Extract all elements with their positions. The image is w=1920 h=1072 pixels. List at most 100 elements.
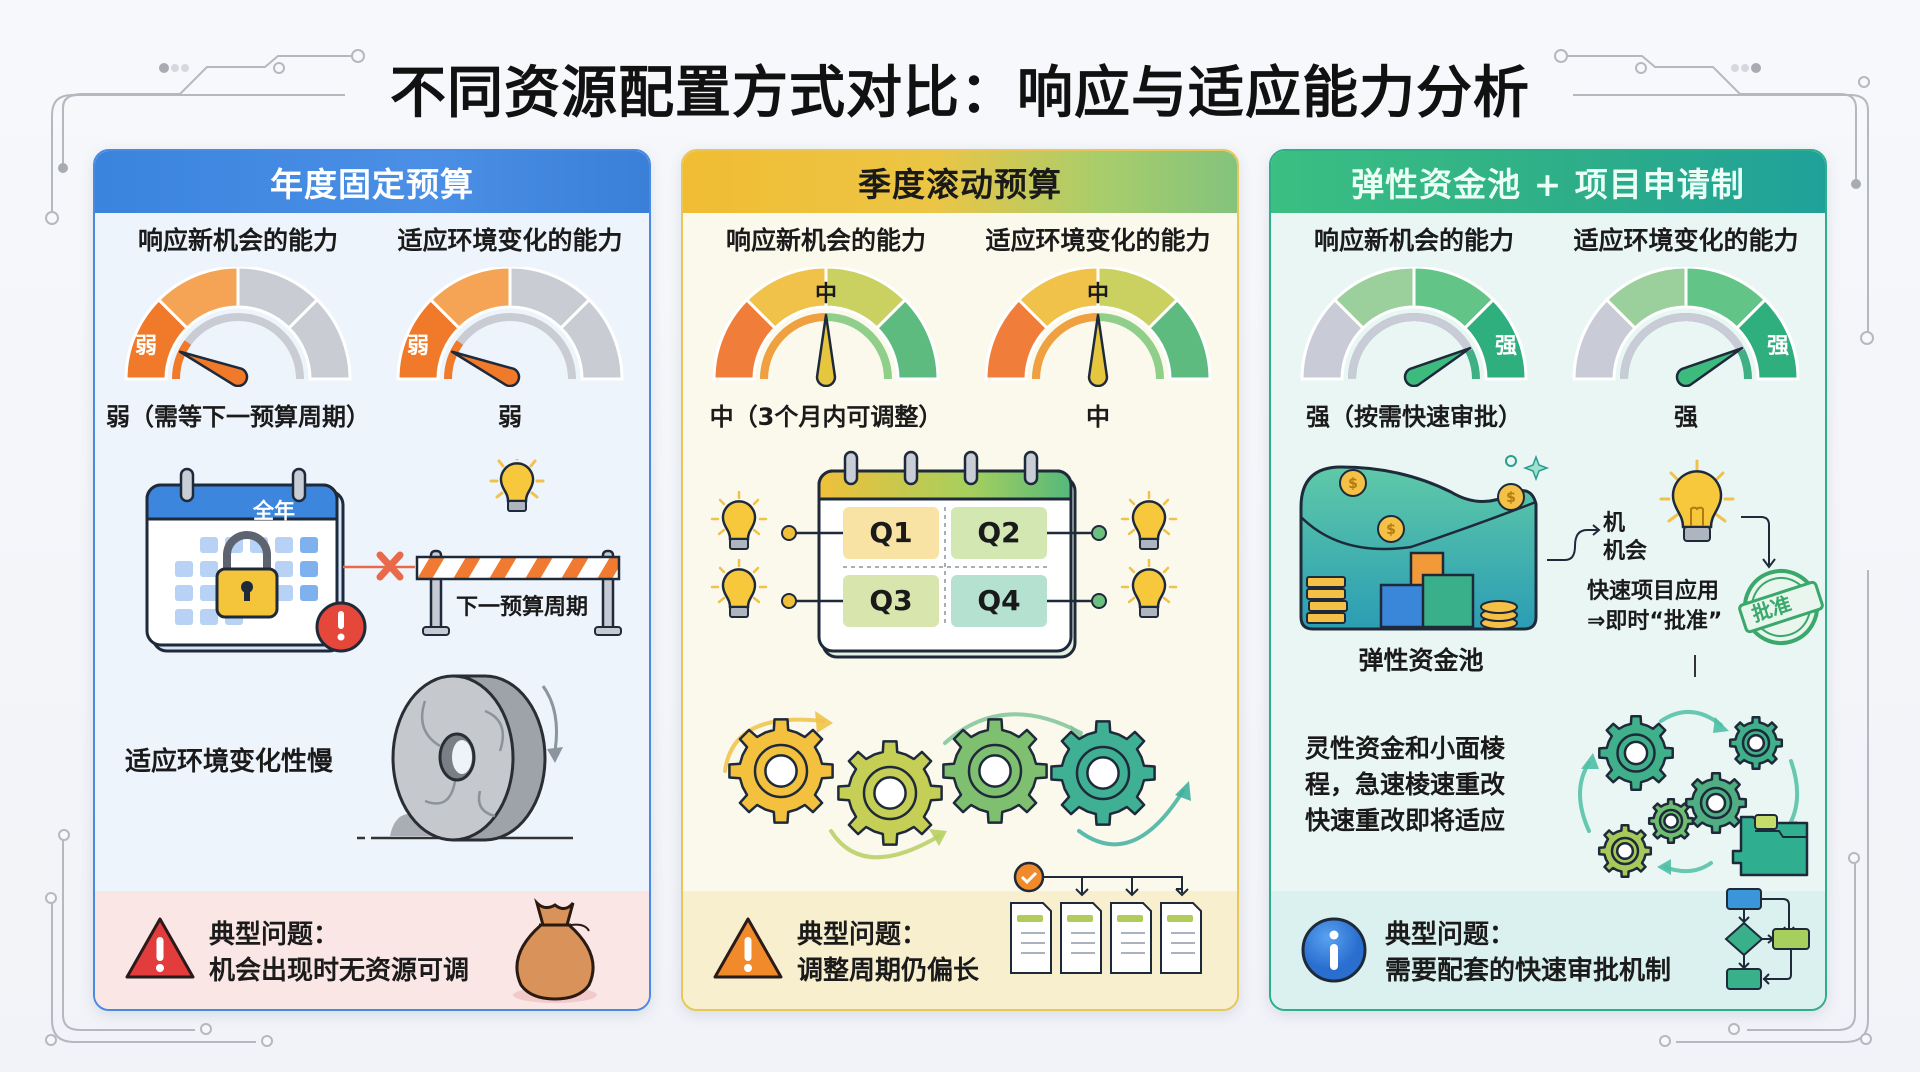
gauge-title: 适应环境变化的能力	[985, 226, 1211, 255]
gauge-adapt-environment: 适应环境变化的能力 强 强	[1551, 221, 1821, 432]
typical-problem-section: 典型问题： 需要配套的快速审批机制	[1271, 888, 1825, 1009]
gauge-caption: 弱	[498, 403, 522, 431]
gauge-segment	[1332, 267, 1416, 331]
typical-problem-text: 典型问题： 需要配套的快速审批机制	[1385, 917, 1671, 989]
gauge-dial: 中	[712, 267, 940, 387]
cycle-arrow	[829, 829, 941, 860]
gauge-level-label: 弱	[407, 334, 429, 359]
info-circle-icon	[1301, 917, 1367, 983]
gauge-row: 响应新机会的能力 弱 弱（需等下一预算周期） 适应环境变化的能力 弱 弱	[95, 221, 649, 481]
rapid-adapt-illustration: 灵性资金和小面棱 程，急速棱速重改 快速重改即将适应	[1271, 681, 1825, 881]
gauge-dial: 弱	[124, 267, 352, 387]
gauge-segment	[1016, 267, 1100, 331]
gauge-caption: 强（按需快速审批）	[1306, 403, 1522, 431]
gauge-needle	[178, 350, 249, 387]
gauge-caption: 弱（需等下一预算周期）	[106, 403, 370, 431]
quarter-q2	[951, 507, 1047, 559]
gauge-dial: 强	[1572, 267, 1800, 387]
quarter-label-q2: Q2	[977, 516, 1021, 549]
opportunity-label-1: 机	[1603, 511, 1626, 536]
gauge-segment	[156, 267, 240, 331]
panel-header: 年度固定预算	[95, 151, 649, 213]
gear-chain-art	[723, 711, 1191, 860]
panel-annual-fixed-budget: 年度固定预算 响应新机会的能力 弱 弱（需等下一预算周期） 适应环境变化的能力 …	[93, 149, 651, 1011]
calendar-lock-barrier-art	[145, 451, 622, 653]
gear-icon	[728, 718, 834, 824]
gauge-row: 响应新机会的能力 中 中（3个月内可调整） 适应环境变化的能力 中 中	[683, 221, 1237, 481]
panel-header: 弹性资金池 + 项目申请制	[1271, 151, 1825, 213]
gauge-inner-band	[444, 313, 576, 379]
gauge-dial: 强	[1300, 267, 1528, 387]
gear-icon	[942, 718, 1048, 824]
gear-icon	[1597, 823, 1653, 879]
gauge-dial: 弱	[396, 267, 624, 387]
locked-calendar-illustration: 全年 下一预算周期	[95, 451, 649, 659]
lightbulb-icon	[1120, 490, 1178, 551]
gauge-segment	[428, 267, 512, 331]
flowchart-icon	[1724, 888, 1810, 990]
gauge-needle	[1403, 346, 1472, 387]
problem-description: 需要配套的快速审批机制	[1385, 956, 1672, 986]
typical-problem-section: 典型问题： 机会出现时无资源可调	[95, 891, 649, 1009]
fund-pool-illustration: $	[1271, 447, 1825, 677]
panel-flexible-fund-pool: 弹性资金池 + 项目申请制 响应新机会的能力 强 强（按需快速审批） 适应环境变…	[1269, 149, 1827, 1011]
arrow-head	[1175, 781, 1191, 801]
calendar-label: 全年	[253, 499, 295, 523]
gauge-inner-fill	[1620, 313, 1745, 379]
money-bag-icon	[513, 897, 597, 1003]
page-title: 不同资源配置方式对比：响应与适应能力分析	[390, 61, 1530, 126]
x-mark-icon	[376, 551, 404, 581]
gauge-segment	[1604, 267, 1688, 331]
slow-wheel-illustration: 适应环境变化性慢	[95, 661, 649, 881]
adapt-line: 灵性资金和小面棱	[1305, 734, 1506, 763]
cycle-arrow	[1663, 861, 1713, 874]
approved-stamp-icon	[1738, 569, 1824, 645]
arrow-head	[1713, 717, 1729, 733]
gauge-title: 响应新机会的能力	[725, 226, 926, 255]
gear-icon	[1598, 715, 1674, 791]
gauge-respond-opportunity: 响应新机会的能力 强 强（按需快速审批）	[1279, 221, 1549, 432]
gauge-inner-fill	[1032, 313, 1098, 379]
gauge-inner-fill	[760, 313, 826, 379]
typical-problem-text: 典型问题： 机会出现时无资源可调	[209, 917, 469, 989]
rapid-adapt-text: 灵性资金和小面棱 程，急速棱速重改 快速重改即将适应	[1305, 731, 1505, 839]
panel-quarterly-rolling-budget: 季度滚动预算 响应新机会的能力 中 中（3个月内可调整） 适应环境变化的能力 中…	[681, 149, 1239, 1011]
gauge-segment	[874, 297, 940, 381]
quarter-q1	[843, 507, 939, 559]
typical-problem-text: 典型问题： 调整周期仍偏长	[797, 917, 979, 989]
lightbulb-icon	[710, 558, 768, 619]
quarter-label-q3: Q3	[869, 584, 913, 617]
gauge-adapt-environment: 适应环境变化的能力 弱 弱	[375, 221, 645, 432]
panel-header: 季度滚动预算	[683, 151, 1237, 213]
gauge-level-label: 强	[1495, 334, 1517, 359]
gauge-level-label: 中	[1087, 282, 1109, 307]
padlock-icon	[215, 531, 279, 619]
fast-application-line-2: ⇒即时“批准”	[1587, 609, 1723, 634]
problem-title: 典型问题：	[209, 920, 340, 950]
fund-pool-art: $	[1299, 454, 1824, 677]
gauge-dial: 中	[984, 267, 1212, 387]
warning-triangle-icon	[713, 917, 783, 979]
quarterly-calendar-illustration: Q1 Q2 Q3 Q4	[683, 447, 1237, 667]
gauge-respond-opportunity: 响应新机会的能力 中 中（3个月内可调整）	[691, 221, 961, 432]
problem-description: 机会出现时无资源可调	[209, 956, 470, 986]
gear-icon	[1728, 715, 1784, 771]
gauge-needle	[1675, 346, 1744, 387]
slow-adapt-label: 适应环境变化性慢	[125, 747, 334, 777]
gauge-level-label: 弱	[135, 334, 157, 359]
lightbulb-icon	[1120, 558, 1178, 619]
cycle-arrow	[1578, 761, 1591, 833]
problem-description: 调整周期仍偏长	[797, 956, 980, 986]
heavy-wheel-icon	[357, 674, 573, 842]
warning-triangle-icon	[125, 917, 195, 979]
gauge-needle	[450, 350, 521, 387]
typical-problem-section: 典型问题： 调整周期仍偏长	[683, 861, 1237, 1009]
calendar-icon	[145, 467, 345, 653]
cycle-arrow	[943, 712, 1083, 745]
arrow-head	[815, 711, 833, 733]
gauge-level-label: 中	[815, 282, 837, 307]
gauge-segment	[558, 297, 624, 381]
gauge-caption: 强	[1674, 403, 1698, 431]
arrow-head	[1657, 859, 1671, 875]
lightbulb-icon	[710, 490, 768, 551]
